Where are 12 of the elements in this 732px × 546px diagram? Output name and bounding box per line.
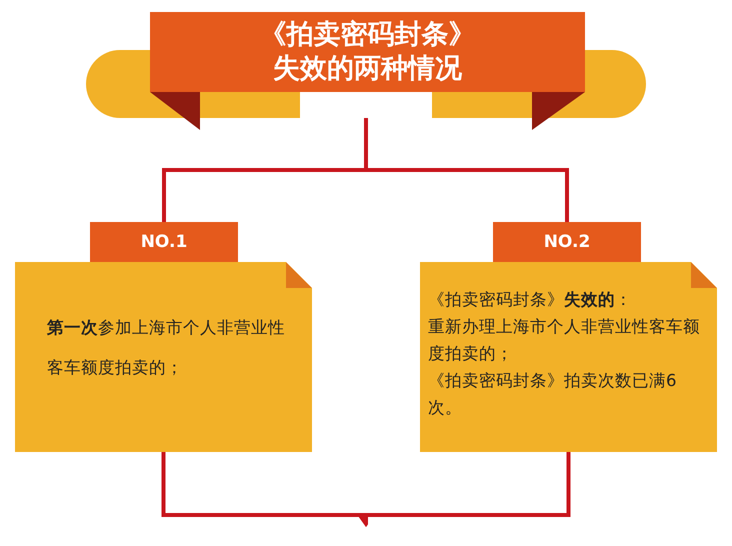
number-tab: NO.1 [90,222,238,262]
connector-line [364,118,569,222]
card-text: 《拍卖密码封条》拍卖次数已满6次。 [428,370,678,419]
info-card [420,262,717,452]
title-text: 《拍卖密码封条》失效的两种情况 [258,18,476,86]
title-banner [150,12,585,92]
card-text: 第一次参加上海市个人非营业性客车额度拍卖的； [47,317,286,379]
number-tab: NO.2 [493,222,641,262]
card-heading: 《拍卖密码封条》失效的： [428,289,633,311]
arrow [356,452,570,527]
info-card [15,262,312,452]
card-text: 重新办理上海市个人非营业性客车额度拍卖的； [428,316,701,365]
